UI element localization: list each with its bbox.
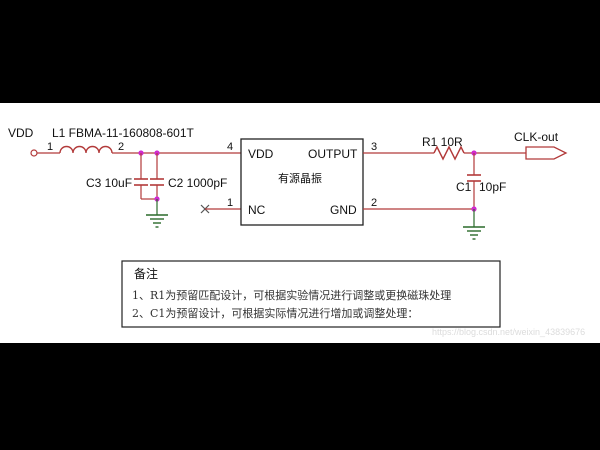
ic-name-label: 有源晶振	[278, 171, 322, 185]
ic-pin4-number: 4	[227, 141, 233, 153]
inductor-pin2-label: 2	[118, 141, 124, 153]
notes-line-2: 2、C1为预留设计，可根据实际情况进行增加或调整处理：	[132, 306, 418, 320]
vdd-net-label: VDD	[8, 126, 34, 140]
ic-pin2-number: 2	[371, 197, 377, 209]
ic-nc-pin-label: NC	[248, 203, 266, 217]
schematic-canvas: VDD L1 FBMA-11-160808-601T 1 2 C3 10uF C…	[0, 103, 600, 343]
c1-value-label: 10pF	[479, 180, 506, 194]
notes-box	[121, 260, 501, 328]
vdd-port-circle	[30, 149, 38, 157]
ic-output-pin-label: OUTPUT	[308, 147, 358, 161]
resistor-r1	[433, 145, 465, 161]
clk-out-port-icon	[525, 146, 568, 160]
inductor-pin1-label: 1	[47, 141, 53, 153]
ic-pin1-number: 1	[227, 197, 233, 209]
ground-icon-right	[463, 226, 485, 240]
c2-label: C2 1000pF	[168, 176, 227, 190]
c1-label: C1	[456, 180, 472, 194]
ic-gnd-pin-label: GND	[330, 203, 357, 217]
c3-label: C3 10uF	[86, 176, 132, 190]
clk-out-label: CLK-out	[514, 130, 559, 144]
ic-pin3-number: 3	[371, 141, 377, 153]
notes-title: 备注	[134, 266, 158, 281]
inductor-label: L1 FBMA-11-160808-601T	[52, 126, 195, 140]
notes-line-1: 1、R1为预留匹配设计，可根据实验情况进行调整或更换磁珠处理	[132, 288, 451, 302]
schematic-svg: VDD L1 FBMA-11-160808-601T 1 2 C3 10uF C…	[8, 126, 585, 337]
ic-vdd-pin-label: VDD	[248, 147, 274, 161]
watermark-text: https://blog.csdn.net/weixin_43839676	[432, 327, 585, 337]
oscillator-ic-body	[240, 138, 364, 226]
inductor-l1	[59, 145, 113, 154]
ground-icon-left	[146, 214, 168, 228]
r1-label: R1 10R	[422, 135, 463, 149]
